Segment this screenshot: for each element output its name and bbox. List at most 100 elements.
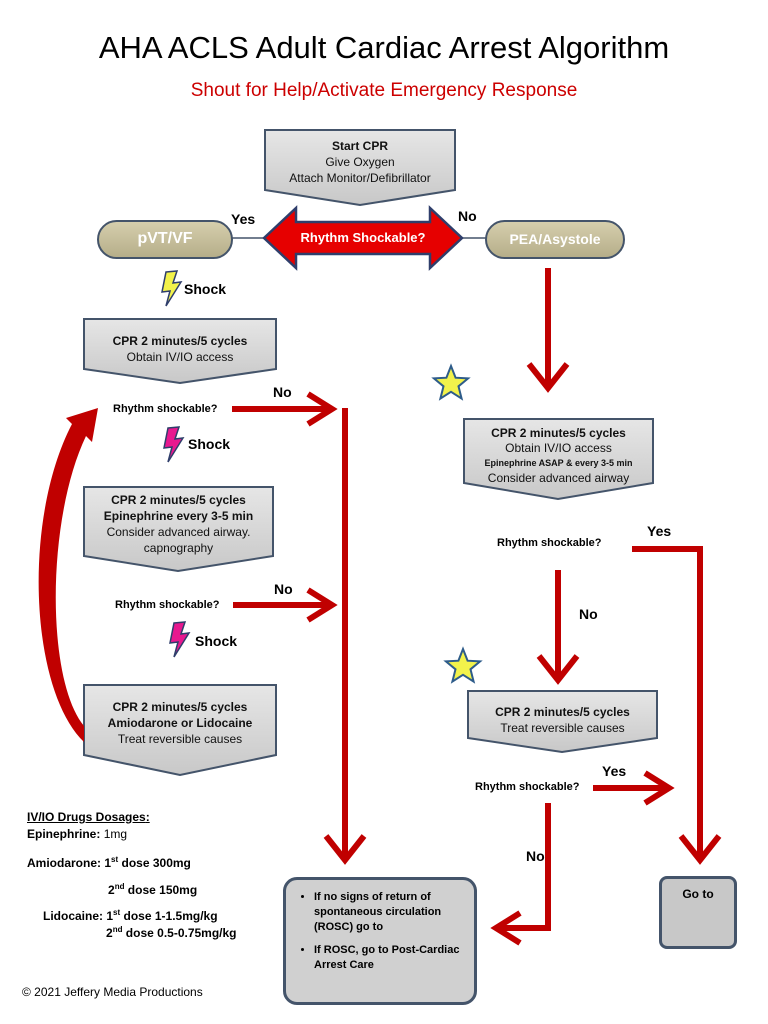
star-icon [443,646,483,684]
left-box-1-shape [83,318,277,385]
rosc-outcome-box: If no signs of return of spontaneous cir… [283,877,477,1005]
no-label: No [579,606,598,622]
box-line: Epinephrine ASAP & every 3-5 min [484,458,633,468]
right-box-2: CPR 2 minutes/5 cycles Treat reversible … [468,704,657,736]
lightning-bolt-icon [161,270,183,307]
page-title: AHA ACLS Adult Cardiac Arrest Algorithm [98,30,670,65]
dose-ordinal-suffix: nd [112,925,123,934]
left-box-1: CPR 2 minutes/5 cycles Obtain IV/IO acce… [84,333,276,365]
start-box: Start CPR Give Oxygen Attach Monitor/Def… [265,138,455,186]
go-to-shock-box: Go to [659,876,737,949]
rhythm-question: Rhythm shockable? [113,403,218,415]
drug-dose: 1mg [103,827,128,841]
epinephrine-dose: Epinephrine: 1mg [27,827,127,841]
drugs-heading-text: IV/IO Drugs Dosages [27,810,146,824]
yes-label: Yes [602,763,627,779]
start-box-shape [264,129,456,207]
dose-ordinal: 1 [104,856,112,870]
left-box-3-shape [83,684,277,777]
yes-arrow-right-1 [632,546,722,865]
box-line: CPR 2 minutes/5 cycles [112,700,248,714]
rosc-no-item: If no signs of return of spontaneous cir… [314,890,468,935]
pea-asystole-label: PEA/Asystole [509,231,601,247]
lightning-bolt-icon [169,621,191,658]
go-to-label: Go to [682,887,714,901]
right-box-1-shape [463,418,654,501]
right-box-2-shape [467,690,658,754]
decision-label: Rhythm Shockable? [300,230,426,245]
dose-ordinal-suffix: nd [114,882,125,891]
box-line: Epinephrine every 3-5 min [103,509,254,523]
rosc-yes-item: If ROSC, go to Post-Cardiac Arrest Care [314,943,468,973]
dose-ordinal: 2 [106,926,113,940]
box-line: CPR 2 minutes/5 cycles [112,334,248,348]
no-arrow-1 [232,391,338,427]
drug-dose: dose 0.5-0.75mg/kg [122,926,237,940]
no-label: No [526,848,545,864]
box-line: CPR 2 minutes/5 cycles [495,705,630,719]
drug-dose: dose 150mg [124,883,198,897]
dose-ordinal: 1 [106,909,114,923]
box-line: capnography [143,541,214,555]
left-box-2-shape [83,486,274,573]
pea-down-arrow [526,268,570,393]
rhythm-question: Rhythm shockable? [475,781,580,793]
loop-back-arrow [38,408,98,742]
no-arrow-2 [233,587,338,623]
no-down-arrow-right [536,570,580,685]
drugs-heading: IV/IO Drugs Dosages: [27,810,150,824]
pvt-vf-pill-shape [97,220,233,259]
left-box-3: CPR 2 minutes/5 cycles Amiodarone or Lid… [84,699,276,747]
central-down-arrow [323,408,367,865]
rhythm-question: Rhythm shockable? [115,599,220,611]
dose-ordinal-suffix: st [111,855,119,864]
no-arrow-to-final [490,803,551,946]
start-box-line: Give Oxygen [325,155,395,169]
lidocaine-dose-1: Lidocaine: 1st dose 1-1.5mg/kg [43,908,218,923]
pvt-vf-label: pVT/VF [137,230,193,247]
rosc-yes-text: If ROSC, go to Post-Cardiac Arrest Care [314,944,460,971]
box-line: Consider advanced airway. [106,525,251,539]
right-box-1: CPR 2 minutes/5 cycles Obtain IV/IO acce… [464,426,653,486]
drug-label: Epinephrine: [27,827,101,841]
page-subtitle: Shout for Help/Activate Emergency Respon… [190,80,578,101]
box-line: CPR 2 minutes/5 cycles [111,493,246,507]
lightning-bolt-icon [163,426,185,463]
start-box-line: Attach Monitor/Defibrillator [289,171,431,185]
no-label: No [458,208,477,224]
no-label: No [274,581,293,597]
shock-label: Shock [195,633,238,649]
rhythm-question: Rhythm shockable? [497,537,602,549]
drug-label: Amiodarone: [27,856,102,870]
left-box-2: CPR 2 minutes/5 cycles Epinephrine every… [84,492,273,556]
star-icon [431,363,471,401]
yes-label: Yes [231,211,256,227]
lidocaine-dose-2: 2nd dose 0.5-0.75mg/kg [106,925,237,940]
yes-label: Yes [647,523,672,539]
yes-arrow-right-2 [593,770,675,806]
rhythm-shockable-decision-shape [262,205,464,271]
drug-label: Lidocaine: [43,909,104,923]
dose-ordinal-suffix: st [113,908,121,917]
box-line: Consider advanced airway [487,471,630,485]
copyright: © 2021 Jeffery Media Productions [22,985,203,999]
start-box-line: Start CPR [331,139,388,153]
pea-asystole-pill-shape [485,220,625,259]
no-label: No [273,384,292,400]
drug-dose: dose 1-1.5mg/kg [120,909,218,923]
amiodarone-dose-1: Amiodarone: 1st dose 300mg [27,855,191,870]
box-line: Obtain IV/IO access [505,441,612,455]
drugs-heading-colon: : [145,810,150,824]
drug-dose: dose 300mg [118,856,191,870]
dose-ordinal: 2 [108,883,115,897]
rosc-no-text: If no signs of return of spontaneous cir… [314,891,442,933]
box-line: Amiodarone or Lidocaine [107,716,253,730]
box-line: CPR 2 minutes/5 cycles [491,426,626,440]
amiodarone-dose-2: 2nd dose 150mg [108,882,197,897]
shock-label: Shock [188,436,231,452]
shock-label: Shock [184,281,227,297]
box-line: Treat reversible causes [500,721,625,735]
box-line: Treat reversible causes [117,732,243,746]
